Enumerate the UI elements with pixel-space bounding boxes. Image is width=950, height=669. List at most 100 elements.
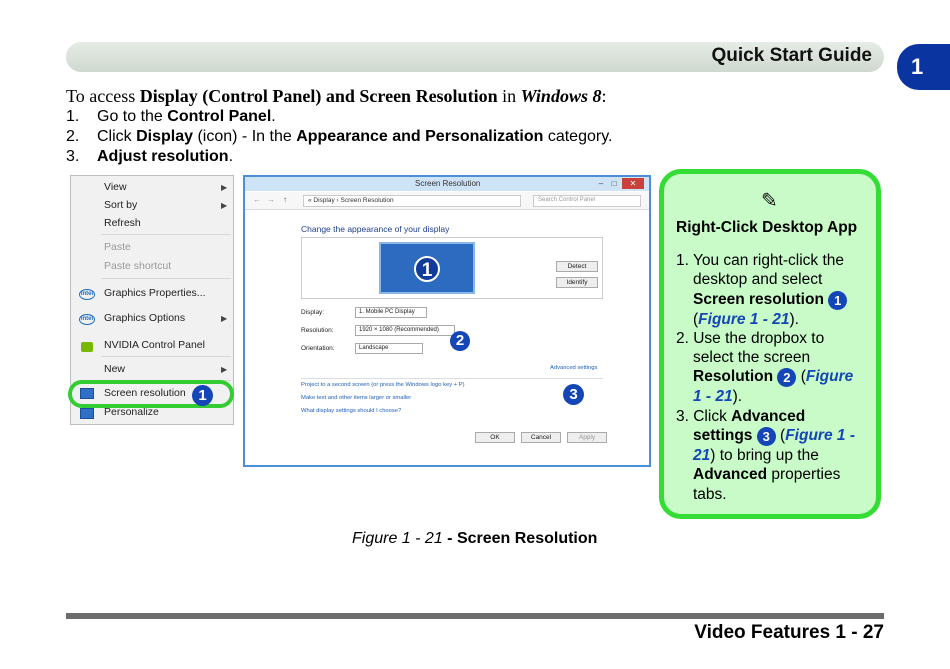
note-line: 1. You can right-click the xyxy=(676,252,845,269)
menu-separator xyxy=(101,234,231,235)
page-heading: Change the appearance of your display xyxy=(301,224,450,234)
submenu-arrow-icon: ▶ xyxy=(221,365,228,374)
screen-resolution-highlight xyxy=(68,380,234,408)
window-title: Screen Resolution xyxy=(415,179,481,188)
step-text: . xyxy=(228,148,234,165)
note-text: ). xyxy=(732,388,743,406)
step-text: . xyxy=(271,108,276,125)
note-title: Right-Click Desktop App xyxy=(676,219,858,236)
menu-item-refresh[interactable]: Refresh xyxy=(104,217,141,229)
note-bold: settings xyxy=(693,427,753,445)
menu-item-paste-shortcut: Paste shortcut xyxy=(104,260,172,272)
figure-reference: Figure 1 - xyxy=(785,427,855,445)
step-text: category. xyxy=(543,128,613,145)
note-line: select the screen xyxy=(693,349,811,367)
note-text: ( xyxy=(775,427,786,445)
note-line: Resolution 2 (Figure xyxy=(676,367,872,388)
inline-badge-1: 1 xyxy=(828,290,848,310)
maximize-icon[interactable]: □ xyxy=(611,179,617,188)
project-link[interactable]: Project to a second screen (or press the… xyxy=(301,382,465,388)
footer-page-label: Video Features 1 - 27 xyxy=(694,622,884,643)
note-box: ✎ Right-Click Desktop App 1. You can rig… xyxy=(659,169,881,519)
menu-separator xyxy=(101,356,231,357)
submenu-arrow-icon: ▶ xyxy=(221,314,228,323)
menu-item-sort-by[interactable]: Sort by xyxy=(104,199,138,211)
intro-bold: Display (Control Panel) and Screen Resol… xyxy=(139,86,498,106)
step-2: 2.Click Display (icon) - In the Appearan… xyxy=(66,127,612,147)
step-text: Click xyxy=(97,128,137,145)
figure-reference: Figure 1 - 21 xyxy=(698,310,790,328)
advanced-settings-link[interactable]: Advanced settings xyxy=(550,365,598,371)
callout-badge-3: 3 xyxy=(563,384,584,405)
display-help-link[interactable]: What display settings should I choose? xyxy=(301,408,402,414)
menu-separator xyxy=(101,278,231,279)
menu-item-screen-resolution[interactable]: Screen resolution xyxy=(104,387,186,399)
display-label: Display: xyxy=(301,309,325,316)
apply-button[interactable]: Apply xyxy=(567,432,607,443)
step-bold: Appearance and Personalization xyxy=(296,128,544,145)
orientation-select[interactable]: Landscape xyxy=(355,343,423,354)
step-bold: Adjust resolution xyxy=(97,148,229,165)
note-line: 2. Use the dropbox to xyxy=(676,329,825,347)
chapter-tab: 1 xyxy=(897,44,950,90)
resolution-select[interactable]: 1920 × 1080 (Recommended) xyxy=(355,325,455,336)
inline-badge-2: 2 xyxy=(777,368,797,388)
text-size-link[interactable]: Make text and other items larger or smal… xyxy=(301,395,412,401)
caption-title: - Screen Resolution xyxy=(442,530,598,547)
nvidia-logo-icon xyxy=(81,342,93,352)
note-line: 1 - 21). xyxy=(676,387,872,406)
intel-logo-icon: intel xyxy=(79,289,95,300)
note-line: settings 3 (Figure 1 - xyxy=(676,426,872,447)
up-arrow-icon[interactable]: ↑ xyxy=(283,195,287,204)
display-select[interactable]: 1. Mobile PC Display xyxy=(355,307,427,318)
pencil-icon: ✎ xyxy=(761,190,778,212)
ok-button[interactable]: OK xyxy=(475,432,515,443)
footer-bar xyxy=(66,613,884,619)
note-text: ). xyxy=(789,310,799,328)
intro-text: To access Display (Control Panel) and Sc… xyxy=(66,86,606,107)
note-bold: Screen resolution xyxy=(693,290,824,308)
screen-resolution-window: Screen Resolution – □ ✕ ← → ↑ « Display … xyxy=(243,175,651,467)
menu-item-graphics-properties[interactable]: Graphics Properties... xyxy=(104,287,206,299)
identify-button[interactable]: Identify xyxy=(556,277,598,288)
intro-suffix: : xyxy=(601,86,607,106)
figure-caption: Figure 1 - 21 - Screen Resolution xyxy=(352,530,597,548)
step-3: 3.Adjust resolution. xyxy=(66,147,612,167)
note-bold: Advanced xyxy=(693,466,768,484)
menu-item-view[interactable]: View xyxy=(104,181,127,193)
breadcrumb[interactable]: « Display › Screen Resolution xyxy=(303,195,521,207)
window-title-bar: Screen Resolution – □ ✕ xyxy=(245,177,649,191)
step-text: Go to the xyxy=(97,108,168,125)
search-input[interactable]: Search Control Panel xyxy=(533,195,641,207)
note-bold: Advanced xyxy=(731,407,806,425)
step-text: (icon) - In the xyxy=(193,128,297,145)
step-number: 1. xyxy=(66,108,80,125)
forward-arrow-icon[interactable]: → xyxy=(267,195,275,204)
back-arrow-icon[interactable]: ← xyxy=(253,195,261,204)
menu-item-graphics-options[interactable]: Graphics Options xyxy=(104,312,186,324)
minimize-icon[interactable]: – xyxy=(598,179,604,188)
close-icon[interactable]: ✕ xyxy=(622,178,644,189)
intro-middle: in xyxy=(497,86,521,106)
figure-reference: 1 - 21 xyxy=(693,388,733,406)
detect-button[interactable]: Detect xyxy=(556,261,598,272)
divider xyxy=(301,378,603,379)
submenu-arrow-icon: ▶ xyxy=(221,201,228,210)
note-line: 3. Click Advanced xyxy=(676,407,872,426)
address-bar: ← → ↑ « Display › Screen Resolution Sear… xyxy=(245,192,649,210)
personalize-icon xyxy=(80,408,94,419)
note-text: ) to bring up the xyxy=(710,447,819,465)
note-line: desktop and select xyxy=(693,271,823,289)
note-text: ( xyxy=(796,368,806,386)
callout-badge-2: 2 xyxy=(450,331,470,351)
inline-badge-3: 3 xyxy=(756,427,776,447)
monitor-preview[interactable]: 1 xyxy=(379,242,475,294)
note-line: (Figure 1 - 21). xyxy=(676,310,872,329)
chapter-number: 1 xyxy=(911,54,924,79)
menu-item-new[interactable]: New xyxy=(104,363,126,375)
cancel-button[interactable]: Cancel xyxy=(521,432,561,443)
figure-reference: 21 xyxy=(693,447,711,465)
menu-item-nvidia[interactable]: NVIDIA Control Panel xyxy=(104,339,205,351)
menu-item-personalize[interactable]: Personalize xyxy=(104,406,159,418)
step-bold: Control Panel xyxy=(167,108,272,125)
